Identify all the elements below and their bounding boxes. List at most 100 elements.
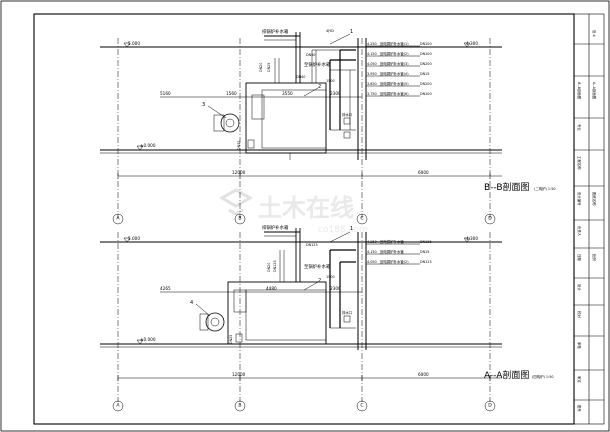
section-a-axis-bubbles: A B C D	[112, 400, 496, 412]
b-size-mid-2: DN50	[306, 53, 315, 57]
b-callout-3: 3	[202, 102, 205, 108]
a-legend-elev: 4.150	[367, 250, 377, 254]
b-legend-elev: 4.250	[367, 42, 377, 46]
b-elev-right: 4.300	[466, 41, 478, 46]
a-elev-left: 5.000	[128, 236, 140, 241]
title-cell-check: 校对	[577, 311, 582, 318]
b-small-label: 排水口	[342, 112, 352, 117]
title-cell-name: 图纸名称	[592, 192, 597, 206]
a-legend-elev: 4.050	[367, 260, 377, 264]
b-size-left-3: DN32	[237, 141, 241, 150]
b-section-scale: (二吨炉) 1:50	[534, 186, 556, 191]
b-dim-3: 3550	[282, 91, 293, 96]
a-elev-right: 4.300	[466, 236, 478, 241]
watermark: 土木在线 co188.com	[218, 188, 368, 235]
title-block-text: 设 4 B--B剖面图 A--A剖面图 专业 工程名称 设计编号 图纸名称 负责…	[577, 30, 597, 412]
b-size-left-1: DN20	[259, 63, 263, 72]
title-cell-approve: 审定	[577, 376, 582, 383]
a-small-label: 排水口	[342, 310, 352, 315]
title-cell-review: 审核	[577, 342, 582, 349]
b-dim-2: 1560	[226, 91, 237, 96]
a-dim-total: 12000	[232, 372, 246, 377]
section-a	[100, 228, 502, 402]
b-axis-a: A	[116, 216, 120, 222]
title-cell-engineer: 专业	[577, 124, 582, 131]
b-legend-label: 回电锅炉补水管(4)	[380, 71, 409, 76]
title-cell-drawing-b: B--B剖面图	[577, 82, 582, 100]
b-legend-size: DN15	[420, 72, 429, 76]
section-a-text: 5.000 4.300 ±0.000 排锅炉补水箱 至锅炉补水箱 4265 44…	[128, 224, 554, 381]
title-cell-project: 工程名称	[577, 156, 582, 170]
b-label-main: 至锅炉补水箱	[304, 61, 331, 68]
title-cell-design: 设计	[577, 284, 582, 291]
title-cell-lead: 负责人	[577, 226, 582, 237]
watermark-logo-icon	[218, 188, 254, 216]
title-block	[573, 13, 605, 425]
a-size-mid-1: DN125	[306, 243, 318, 247]
b-elev-floor: ±0.000	[140, 143, 156, 148]
b-legend-label: 回电锅炉补水管(6)	[380, 91, 409, 96]
b-elev-left: 5.000	[128, 41, 140, 46]
a-callout-2: 2	[318, 278, 321, 284]
b-dim-right: 6000	[418, 170, 429, 175]
b-size-mid-1: DN40	[296, 75, 305, 79]
a-legend-size: DN125	[420, 260, 432, 264]
title-cell-date: 日期	[577, 254, 582, 261]
section-b-text: 5.000 4.300 ±0.000 排锅炉补水箱 4JYD 至锅炉补水箱 51…	[128, 28, 556, 193]
b-legend-elev: 4.150	[367, 52, 377, 56]
a-legend-label: 回电锅炉补水管	[380, 249, 404, 254]
b-legend-elev: 4.050	[367, 62, 377, 66]
a-axis-c: C	[360, 403, 363, 409]
a-label-drum: 排锅炉补水箱	[262, 224, 289, 231]
a-callout-1: 1	[350, 226, 353, 232]
b-legend-label: 回电锅炉补水管(3)	[380, 61, 409, 66]
title-cell-scale: 比例	[592, 254, 597, 261]
a-dim-3: 2300	[330, 286, 341, 291]
a-axis-b: B	[238, 403, 241, 409]
a-dim-2: 4480	[266, 286, 277, 291]
a-size-left-2: DN20	[267, 263, 271, 272]
b-code-pipe: 4JYD	[326, 29, 334, 33]
title-cell-no: 图号	[577, 405, 582, 412]
a-callout-4: 4	[190, 300, 193, 306]
b-axis-c: C	[360, 216, 363, 222]
a-dim-right: 6000	[418, 372, 429, 377]
a-size-left-1: DN125	[273, 260, 277, 272]
b-axis-d: D	[488, 216, 492, 222]
a-size-left-3: DN25	[229, 335, 233, 344]
a-legend: 4.250 回电锅炉补水管 DN125 4.150 回电锅炉补水管 DN15 4…	[367, 239, 432, 264]
b-dim-5: 1500	[326, 79, 335, 83]
b-legend-size: DN200	[420, 62, 432, 66]
b-callout-1: 1	[350, 29, 353, 35]
a-dim-4: 1500	[326, 275, 335, 279]
title-cell-number: 设计编号	[577, 192, 582, 206]
b-legend-label: 回电锅炉补水管(5)	[380, 81, 409, 86]
a-axis-d: D	[488, 403, 492, 409]
b-legend-elev: 3.750	[367, 92, 377, 96]
b-legend: 4.250 回电锅炉补水管(1) DN100 4.150 回电锅炉补水管(2) …	[367, 41, 432, 96]
b-legend-label: 回电锅炉补水管(1)	[380, 41, 409, 46]
b-axis-b: B	[238, 216, 241, 222]
b-legend-size: DN100	[420, 92, 432, 96]
a-dim-1: 4265	[160, 286, 171, 291]
title-cell-drawing-a: A--A剖面图	[592, 82, 597, 100]
a-legend-size: DN15	[420, 250, 429, 254]
a-legend-label: 回电锅炉补水管	[380, 239, 404, 244]
b-legend-size: DN100	[420, 52, 432, 56]
b-dim-4: 2300	[330, 91, 341, 96]
a-legend-elev: 4.250	[367, 240, 377, 244]
b-section-title: B--B剖面图	[484, 181, 530, 193]
watermark-brand: 土木在线	[258, 194, 354, 222]
section-b	[100, 32, 502, 218]
b-dim-total: 12000	[232, 170, 246, 175]
a-label-main: 至锅炉补水箱	[304, 263, 331, 270]
b-size-left-2: DN25	[267, 63, 271, 72]
b-legend-label: 回电锅炉补水管(2)	[380, 51, 409, 56]
a-axis-a: A	[116, 403, 120, 409]
watermark-url: co188.com	[318, 225, 368, 235]
a-section-scale: (四吨炉) 1:50	[532, 374, 554, 379]
a-legend-size: DN125	[420, 240, 432, 244]
